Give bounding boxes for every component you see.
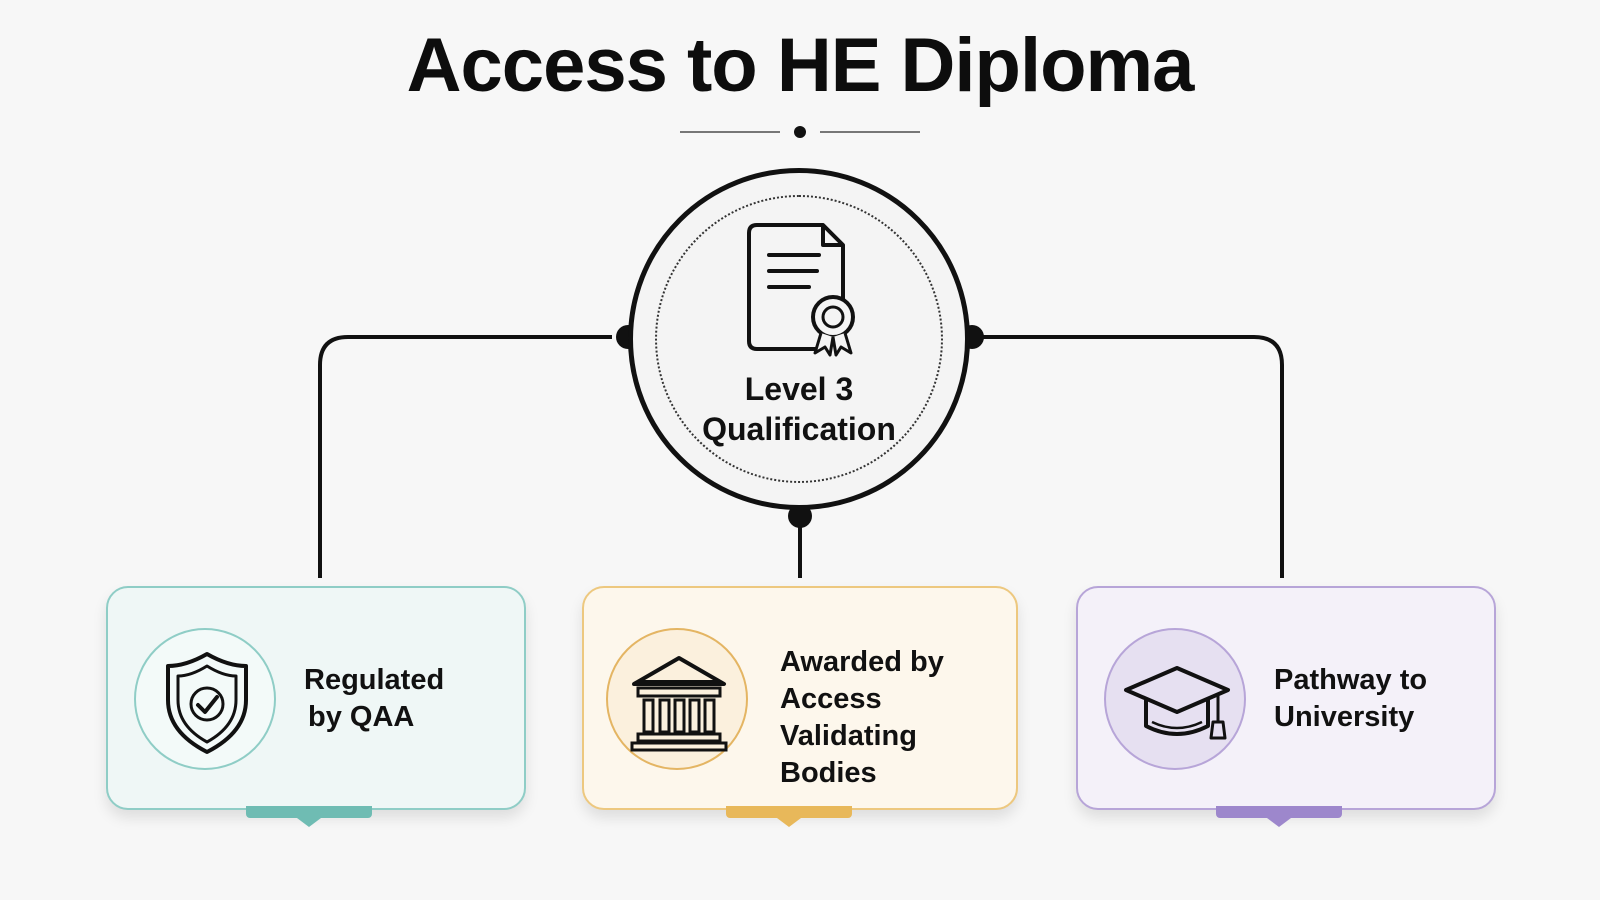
card-text-line2: Access Validating — [780, 683, 917, 752]
certificate-icon — [747, 223, 855, 357]
institution-icon — [630, 656, 728, 752]
card-text-line3: Bodies — [780, 757, 877, 789]
hub-label-line1: Level 3 — [744, 371, 854, 407]
card-text-line1: Pathway to — [1274, 664, 1428, 696]
hub-label-line2: Qualification — [702, 411, 896, 447]
card-text-line1: Awarded by — [780, 646, 944, 678]
card-text: Regulated by QAA — [304, 662, 444, 736]
hub-label: Level 3 Qualification — [633, 369, 965, 449]
card-text: Pathway to University — [1274, 662, 1427, 736]
card-accent-tab — [1216, 806, 1342, 827]
page-title: Access to HE Diploma — [406, 23, 1195, 108]
card-regulated: Regulated by QAA — [106, 586, 526, 827]
card-accent-tab — [246, 806, 372, 827]
card-pathway: Pathway to University — [1076, 586, 1496, 827]
divider-line-left — [680, 131, 780, 133]
card-text-line2: by QAA — [308, 701, 415, 733]
graduation-cap-icon — [1124, 666, 1230, 740]
divider-line-right — [820, 131, 920, 133]
card-text: Awarded by Access Validating Bodies — [780, 644, 1016, 792]
shield-check-icon — [166, 652, 248, 754]
hub-dotted-ring — [655, 195, 943, 483]
card-accent-tab — [726, 806, 852, 827]
card-awarded: Awarded by Access Validating Bodies — [582, 586, 1018, 827]
hub-circle: Level 3 Qualification — [628, 168, 970, 510]
card-text-line1: Regulated — [304, 664, 445, 696]
divider-dot — [794, 126, 806, 138]
connector-left — [318, 335, 612, 578]
title-divider — [680, 126, 920, 138]
connector-right — [978, 335, 1284, 578]
card-text-line2: University — [1274, 701, 1415, 733]
node-bottom — [788, 504, 812, 528]
card-icon-circle — [1104, 628, 1246, 770]
card-icon-circle — [134, 628, 276, 770]
card-icon-circle — [606, 628, 748, 770]
